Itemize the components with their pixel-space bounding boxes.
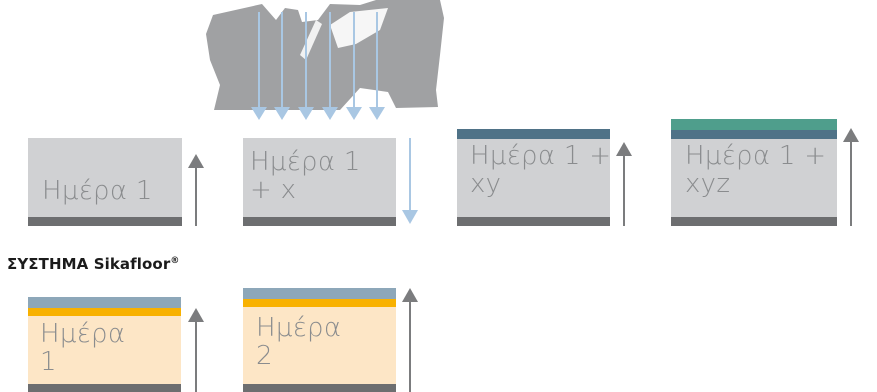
up-arrow-icon	[616, 142, 632, 226]
rain-arrow-head	[251, 107, 267, 120]
day1-plus-x-label: Ημέρα 1 + x	[250, 147, 361, 206]
day1-plus-x-panel	[243, 138, 396, 218]
up-arrow-icon	[188, 154, 204, 226]
teal-layer	[671, 119, 837, 130]
day1-label: Ημέρα 1	[42, 176, 153, 206]
substrate-base	[457, 217, 610, 226]
substrate-base	[671, 217, 837, 226]
light-blue-layer	[28, 297, 181, 308]
steel-blue-layer	[457, 129, 610, 139]
substrate-base	[243, 217, 396, 226]
steel-blue-layer	[671, 130, 837, 139]
day1-plus-xyz-label: Ημέρα 1 + xyz	[685, 141, 827, 200]
registered-mark: ®	[170, 256, 180, 266]
rain-arrow-head	[298, 107, 314, 120]
rain-arrow-head	[369, 107, 385, 120]
up-arrow-icon	[843, 128, 859, 226]
day1-sikafloor-panel	[28, 316, 181, 384]
day2-sikafloor-panel	[243, 307, 396, 384]
light-blue-layer	[243, 288, 396, 299]
down-arrow-icon	[402, 138, 418, 224]
rain-arrow-head	[346, 107, 362, 120]
substrate-base	[243, 384, 396, 392]
substrate-base	[28, 217, 182, 226]
orange-layer	[28, 308, 181, 316]
day1-plus-xy-label: Ημέρα 1 + xy	[470, 141, 612, 200]
day1-panel	[28, 138, 182, 218]
day2-sikafloor-label: Ημέρα 2	[256, 313, 342, 372]
rain-arrow-head	[322, 107, 338, 120]
orange-layer	[243, 299, 396, 307]
up-arrow-icon	[188, 308, 204, 392]
substrate-base	[28, 384, 181, 392]
up-arrow-icon	[402, 288, 418, 392]
section-title-text: ΣΥΣΤΗΜΑ Sikafloor	[7, 255, 171, 273]
rain-arrow-head	[274, 107, 290, 120]
day1-sikafloor-label: Ημέρα 1	[40, 319, 126, 378]
section-title: ΣΥΣΤΗΜΑ Sikafloor®	[7, 255, 179, 273]
day1-plus-xyz-panel	[671, 139, 837, 218]
day1-plus-xy-panel	[457, 139, 610, 218]
